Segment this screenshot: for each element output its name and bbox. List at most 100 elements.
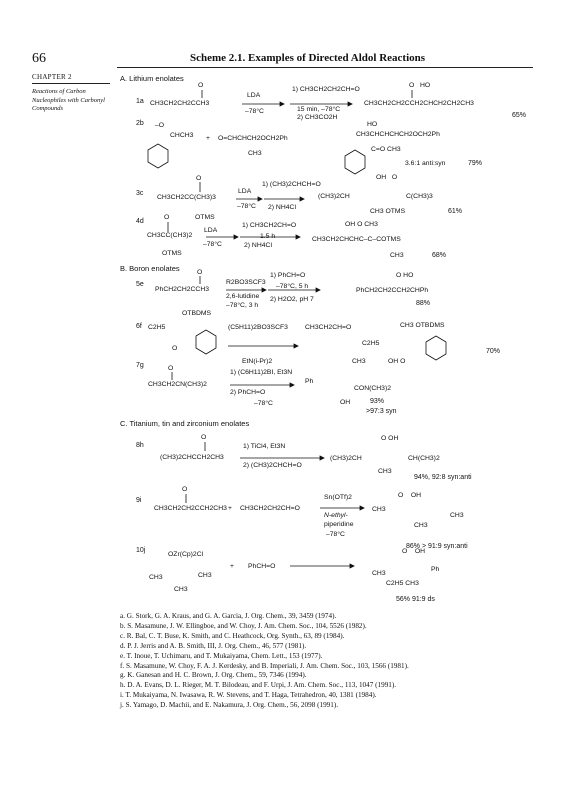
- e9-cond4: –78°C: [326, 531, 345, 538]
- reference-g: g. K. Ganesan and H. C. Brown, J. Org. C…: [120, 671, 307, 680]
- e4-cond2: 1.5 h: [260, 233, 276, 240]
- e9-cond2: N-ethyl-: [324, 512, 348, 519]
- e1-cond1: 1) CH3CH2CH2CH=O: [292, 86, 360, 93]
- e10-reactant-bottom: CH3: [174, 586, 188, 593]
- e3-cond1: 1) (CH3)2CHCH=O: [262, 181, 321, 188]
- e5-yield: 88%: [416, 300, 431, 307]
- e7-ratio: >97:3 syn: [366, 408, 397, 415]
- e4-product-sub: CH3: [390, 252, 404, 259]
- e4-yield: 68%: [432, 252, 447, 259]
- e3-reagent-bottom: –78°C: [237, 203, 256, 210]
- e7-product-right: CON(CH3)2: [354, 385, 392, 392]
- e2-plus: +: [206, 135, 210, 142]
- reference-a: a. G. Stork, G. A. Kraus, and G. A. Garc…: [120, 612, 337, 620]
- e6-reactant: C2H5: [148, 324, 166, 331]
- reference-d: d. P. J. Jerris and A. B. Smith, III, J.…: [120, 641, 307, 650]
- e2-o-minus: –O: [155, 122, 165, 129]
- e8-product-top: O OH: [381, 435, 399, 442]
- e9-reactant: CH3CH2CH2CCH2CH3: [154, 505, 227, 512]
- e1-reagent-top: LDA: [247, 92, 261, 99]
- e5-product: PhCH2CH2CCH2CHPh: [356, 287, 429, 294]
- e3-yield: 61%: [448, 208, 463, 215]
- e6-yield: 70%: [486, 348, 501, 355]
- e8-cond2: 2) (CH3)2CHCH=O: [243, 462, 302, 469]
- e4-cond3: 2) NH4Cl: [244, 242, 272, 249]
- reference-j: j. S. Yamago, D. Machii, and E. Nakamura…: [120, 701, 339, 710]
- e10-product-left: CH3: [372, 570, 386, 577]
- e6-reagent-top: (C5H11)2BO3SCF3: [228, 324, 288, 331]
- e1-reactant: CH3CH2CH2CCH3: [150, 100, 210, 107]
- arrowhead-e1-b: [347, 101, 353, 107]
- e7-cond2: 2) PhCH=O: [230, 389, 266, 396]
- e6-oxygen: O: [172, 345, 178, 352]
- e7-oxygen: O: [168, 365, 174, 372]
- e7-product-bottom: OH: [340, 399, 351, 406]
- references: a. G. Stork, G. A. Kraus, and G. A. Garc…: [120, 612, 540, 711]
- e10-result: 56% 91:9 ds: [396, 596, 435, 603]
- e9-aldehyde: CH3CH2CH2CH=O: [240, 505, 300, 512]
- scheme-title: Scheme 2.1. Examples of Directed Aldol R…: [190, 52, 426, 64]
- e6-reactant-top: OTBDMS: [182, 310, 212, 317]
- e5-oxygen: O: [197, 269, 203, 276]
- section-lithium: A. Lithium enolates: [120, 74, 184, 83]
- e3-product: (CH3)2CH: [318, 193, 350, 200]
- e5-reagent-top: R2BO3SCF3: [226, 279, 266, 286]
- e7-cond3: –78°C: [254, 400, 273, 407]
- e2-ratio: 3.6:1 anti:syn: [405, 160, 446, 167]
- e1-reagent-bottom: –78°C: [245, 108, 264, 115]
- e2-product-sub: C=O CH3: [371, 146, 401, 153]
- e9-result: 86% > 91:9 syn:anti: [406, 543, 468, 550]
- ring-e2-reactant: [147, 143, 169, 169]
- e10-product-sub: C2H5 CH3: [386, 580, 419, 587]
- e10-product-right: Ph: [431, 566, 440, 573]
- header-rule: [117, 67, 533, 68]
- entry-3-number: 3c: [136, 190, 144, 197]
- e5-cond1: 1) PhCH=O: [270, 272, 306, 279]
- e3-cond2: 2) NH4Cl: [268, 204, 296, 211]
- e2-reagent: O=CHCHCH2OCH2Ph: [218, 135, 288, 142]
- e10-reactant-left: CH3: [149, 574, 163, 581]
- e4-product-top: OH O CH3: [345, 221, 378, 228]
- e9-oxygen: O: [182, 486, 188, 493]
- e9-cond1: Sn(OTf)2: [324, 494, 352, 501]
- e4-reactant-bottom: OTMS: [162, 250, 182, 257]
- e6-product-top: CH3 OTBDMS: [400, 322, 445, 329]
- e1-product-o: O HO: [409, 82, 431, 89]
- e7-cond1: 1) (C6H11)2BI, Et3N: [230, 369, 293, 376]
- e2-product-ho: HO: [367, 121, 378, 128]
- e8-product-sub: CH3: [378, 468, 392, 475]
- e3-reagent-top: LDA: [238, 188, 252, 195]
- e10-reactant-right: CH3: [198, 572, 212, 579]
- reference-i: i. T. Mukaiyama, N. Iwasawa, R. W. Steve…: [120, 691, 377, 700]
- e7-yield: 93%: [370, 398, 385, 405]
- e5-reactant: PhCH2CH2CCH3: [155, 286, 210, 293]
- e4-oxygen: O: [164, 214, 170, 221]
- e9-plus: +: [228, 505, 232, 512]
- e6-product-bottom: OH O: [388, 358, 406, 365]
- e4-reagent-top: LDA: [204, 227, 218, 234]
- e1-cond3: 2) CH3CO2H: [297, 114, 338, 121]
- ring-e6-product: [425, 335, 447, 361]
- chapter-rule: [32, 83, 110, 84]
- e7-product-top: CH3: [352, 358, 366, 365]
- e9-product-right: CH3: [450, 512, 464, 519]
- e7-product-left: Ph: [305, 378, 314, 385]
- e3-product-oh: OH O: [376, 174, 398, 181]
- e1-yield: 65%: [512, 112, 527, 119]
- e4-cond1: 1) CH3CH2CH=O: [242, 222, 297, 229]
- e8-cond1: 1) TiCl4, Et3N: [243, 443, 286, 450]
- e5-reagent-bottom: –78°C, 3 h: [226, 302, 259, 309]
- e2-reagent-sub: CH3: [248, 150, 262, 157]
- e4-product: CH3CH2CHCHC–C–COTMS: [312, 236, 401, 243]
- e9-product-o: O OH: [398, 492, 422, 499]
- entry-6-number: 6f: [136, 323, 142, 330]
- e10-plus: +: [230, 563, 234, 570]
- entry-8-number: 8h: [136, 442, 144, 449]
- reference-b: b. S. Masamune, J. W. Ellingboe, and W. …: [120, 621, 367, 630]
- chapter-subtitle: Reactions of Carbon Nucleophiles with Ca…: [32, 88, 105, 112]
- e5-product-top: O HO: [396, 272, 414, 279]
- entry-5-number: 5e: [136, 281, 144, 288]
- entry-7-number: 7g: [136, 362, 144, 369]
- e2-yield: 79%: [468, 160, 483, 167]
